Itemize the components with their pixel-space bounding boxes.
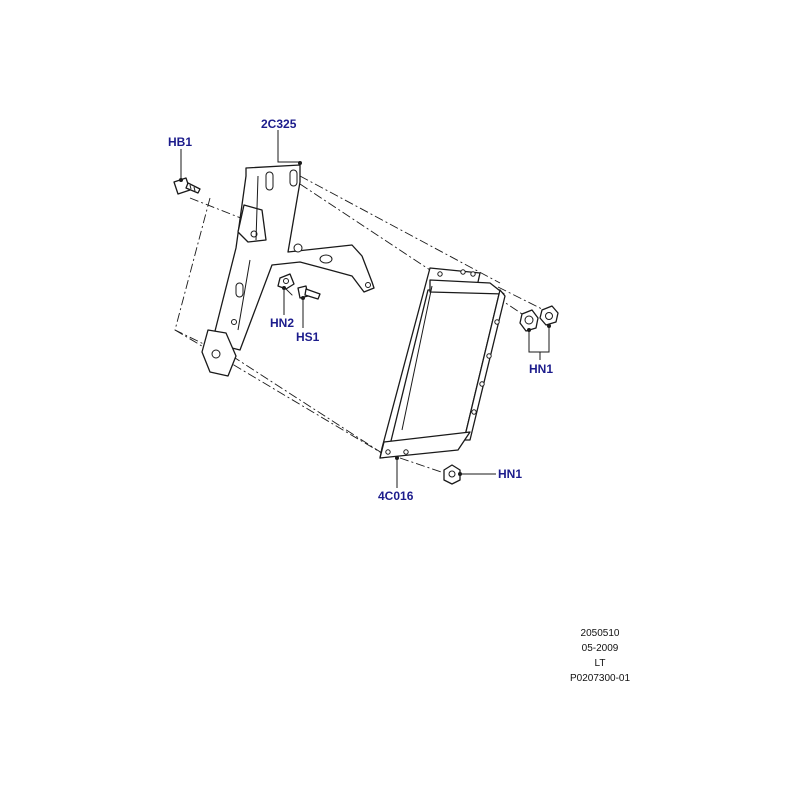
control-module: [379, 267, 506, 459]
bracket-hole: [365, 282, 371, 288]
reference-number: 2050510: [581, 628, 620, 639]
mounting-bracket: [201, 164, 375, 377]
stud-hs1: [297, 285, 321, 300]
bracket-slot-middle: [235, 282, 244, 298]
callout-bracket-2c325: 2C325: [261, 117, 297, 131]
callout-hb1: HB1: [168, 135, 192, 149]
reference-block: 2050510 05-2009 LT P0207300-01: [570, 628, 630, 684]
bracket-foot-hole: [211, 349, 221, 359]
nut-hn2: [277, 273, 295, 290]
callout-hn1-upper: HN1: [529, 362, 553, 376]
assembly-lines: [174, 175, 549, 476]
callout-hn2: HN2: [270, 316, 294, 330]
bolt-hb1: [173, 177, 201, 195]
bracket-hole: [293, 243, 303, 253]
reference-illustration-id: P0207300-01: [570, 673, 630, 684]
reference-code: LT: [595, 658, 606, 669]
bracket-hole: [250, 230, 258, 238]
bracket-hole: [231, 319, 237, 325]
bracket-slot-left: [265, 171, 274, 191]
callout-module-4c016: 4C016: [378, 489, 414, 503]
reference-date: 05-2009: [582, 643, 619, 654]
bracket-slot-right: [289, 169, 298, 187]
callout-hn1-lower: HN1: [498, 467, 522, 481]
leader-lines: [179, 130, 551, 488]
bracket-hole: [319, 254, 333, 264]
callout-hs1: HS1: [296, 330, 320, 344]
nuts-hn1-upper: [519, 305, 559, 332]
nut-hn1-lower: [443, 464, 461, 485]
